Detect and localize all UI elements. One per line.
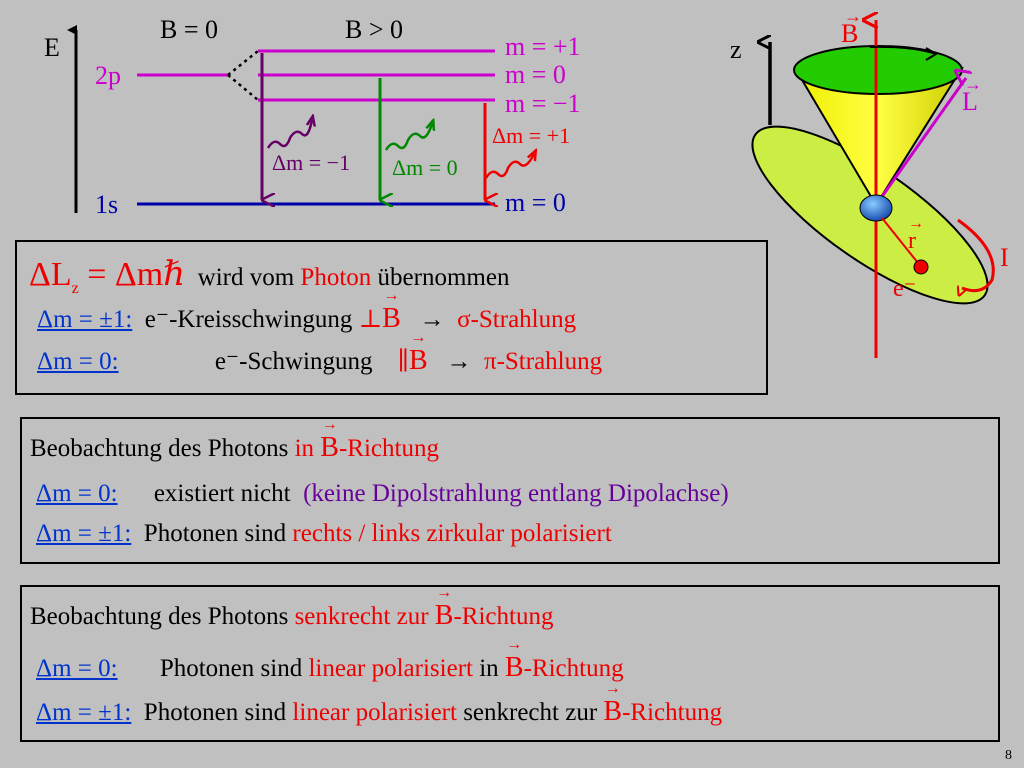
cone-top bbox=[793, 45, 963, 95]
label-m-plus1: m = +1 bbox=[505, 32, 581, 61]
r-vector-label: r bbox=[908, 228, 916, 254]
level-label-2p: 2p bbox=[95, 61, 121, 90]
box3-dm-pm1-label: Δm = ±1: bbox=[36, 699, 132, 726]
box2-row2: Δm = ±1: Photonen sind rechts / links zi… bbox=[36, 519, 612, 549]
label-m-zero: m = 0 bbox=[505, 60, 566, 89]
b-vector-symbol: B bbox=[382, 304, 401, 334]
label-m-ground: m = 0 bbox=[505, 188, 566, 217]
sigma-radiation: σ-Strahlung bbox=[457, 306, 577, 333]
b-vector-symbol: B bbox=[505, 653, 524, 683]
l-vector bbox=[874, 78, 966, 206]
splitting-dots bbox=[227, 74, 259, 101]
box1-dm-pm1-label: Δm = ±1: bbox=[37, 306, 133, 333]
box3-header-rest: -Richtung bbox=[453, 603, 554, 630]
energy-axis-label: E bbox=[44, 33, 60, 62]
formula-rhs: = Δmℏ bbox=[78, 256, 186, 293]
formula-delta-l: ΔLz = Δmℏ bbox=[29, 256, 186, 297]
formula-subscript: z bbox=[71, 279, 79, 297]
column-label-b0: B = 0 bbox=[160, 15, 218, 44]
l-vector-label: L bbox=[962, 87, 978, 116]
precession-direction-arrow bbox=[925, 47, 938, 61]
box2-header-text: Beobachtung des Photons bbox=[30, 435, 295, 462]
column-label-b-greater-0: B > 0 bbox=[345, 15, 403, 44]
box1-photon: Photon bbox=[300, 264, 372, 291]
box1-row1: ΔLz = Δmℏ wird vom Photon übernommen bbox=[29, 258, 510, 304]
z-axis-label: z bbox=[730, 35, 742, 64]
parallel-symbol: ∥ bbox=[397, 348, 410, 375]
pi-radiation: π-Strahlung bbox=[483, 348, 603, 375]
b-vector-symbol: B bbox=[320, 433, 339, 463]
current-arrow bbox=[958, 218, 995, 291]
box2-header: Beobachtung des Photons in B-Richtung bbox=[30, 433, 439, 464]
photon-wave-green bbox=[384, 124, 432, 151]
box1-dm-0-label: Δm = 0: bbox=[37, 348, 119, 375]
box3-row2-mid: senkrecht zur bbox=[456, 699, 604, 726]
box3-dm-0-label: Δm = 0: bbox=[36, 655, 118, 682]
b-vector-symbol: B bbox=[603, 697, 622, 727]
precession-diagram: z B → L → r → I e⁻ bbox=[730, 6, 1009, 358]
electron bbox=[913, 259, 929, 275]
b-vector-symbol: B bbox=[409, 346, 428, 376]
nucleus bbox=[859, 194, 893, 222]
box1-row2: Δm = ±1: e⁻-Kreisschwingung ⊥B → σ-Strah… bbox=[37, 304, 576, 335]
box3-row1: Δm = 0: Photonen sind linear polarisiert… bbox=[36, 653, 624, 684]
box3-row1-text: Photonen sind bbox=[159, 655, 309, 682]
box1-text2: übernommen bbox=[377, 264, 510, 291]
l-vector-arrow: → bbox=[964, 74, 982, 94]
box3-row2-text: Photonen sind bbox=[143, 699, 293, 726]
box3-header-perp: senkrecht zur bbox=[294, 603, 435, 630]
box2-row2-text: Photonen sind bbox=[143, 520, 293, 547]
energy-level-diagram: E B = 0 B > 0 2p m = +1 m = 0 m = −1 1s … bbox=[44, 15, 581, 219]
label-m-minus1: m = −1 bbox=[505, 89, 581, 118]
box1-row3: Δm = 0: e⁻-Schwingung ∥B → π-Strahlung bbox=[37, 346, 602, 377]
label-dm-plus1: Δm = +1 bbox=[492, 123, 570, 148]
box1-text1: wird vom bbox=[197, 264, 295, 291]
box2-row1-note: (keine Dipolstrahlung entlang Dipolachse… bbox=[303, 480, 729, 507]
box2-dm-pm1-label: Δm = ±1: bbox=[36, 520, 132, 547]
box2-row1: Δm = 0: existiert nicht (keine Dipolstra… bbox=[36, 479, 729, 509]
current-label: I bbox=[1000, 243, 1009, 272]
electron-label: e⁻ bbox=[893, 276, 916, 302]
photon-wave-purple bbox=[266, 120, 312, 149]
photon-wave-red bbox=[484, 154, 534, 179]
page-number: 8 bbox=[1005, 748, 1012, 763]
r-vector bbox=[881, 217, 919, 264]
box3-row2-rest: -Richtung bbox=[622, 699, 723, 726]
splitting-dots bbox=[227, 50, 259, 76]
box-observation-perpendicular: Beobachtung des Photons senkrecht zur B-… bbox=[20, 585, 1000, 742]
arrow-symbol: → bbox=[446, 348, 472, 375]
box3-row2: Δm = ±1: Photonen sind linear polarisier… bbox=[36, 697, 722, 728]
box2-header-rest: -Richtung bbox=[338, 435, 439, 462]
level-label-1s: 1s bbox=[95, 190, 118, 219]
label-dm-minus1: Δm = −1 bbox=[272, 150, 350, 175]
b-vector-label: B bbox=[841, 19, 858, 48]
box3-header: Beobachtung des Photons senkrecht zur B-… bbox=[30, 601, 553, 632]
box2-dm-0-label: Δm = 0: bbox=[36, 480, 118, 507]
box2-row1-text: existiert nicht bbox=[153, 480, 291, 507]
box-observation-parallel: Beobachtung des Photons in B-Richtung Δm… bbox=[20, 417, 1000, 564]
box1-row2-text: e⁻-Kreisschwingung bbox=[144, 306, 353, 333]
box2-header-in: in bbox=[294, 435, 321, 462]
r-vector-arrow: → bbox=[908, 215, 924, 232]
b-vector-symbol: B bbox=[435, 601, 454, 631]
box3-row1-rest: -Richtung bbox=[523, 655, 624, 682]
b-vector-arrow: → bbox=[844, 6, 862, 26]
label-dm-zero: Δm = 0 bbox=[392, 155, 458, 180]
box3-header-text: Beobachtung des Photons bbox=[30, 603, 295, 630]
box3-linear-polarized-2: linear polarisiert bbox=[292, 699, 457, 726]
box3-row1-mid: in bbox=[472, 655, 505, 682]
box2-circular-polarized: rechts / links zirkular polarisiert bbox=[292, 520, 612, 547]
box-angular-momentum: ΔLz = Δmℏ wird vom Photon übernommen Δm … bbox=[15, 240, 768, 395]
perpendicular-symbol: ⊥ bbox=[358, 306, 383, 333]
box1-row3-text: e⁻-Schwingung bbox=[214, 348, 373, 375]
precession-direction-arrow bbox=[869, 45, 937, 55]
box3-linear-polarized: linear polarisiert bbox=[308, 655, 473, 682]
